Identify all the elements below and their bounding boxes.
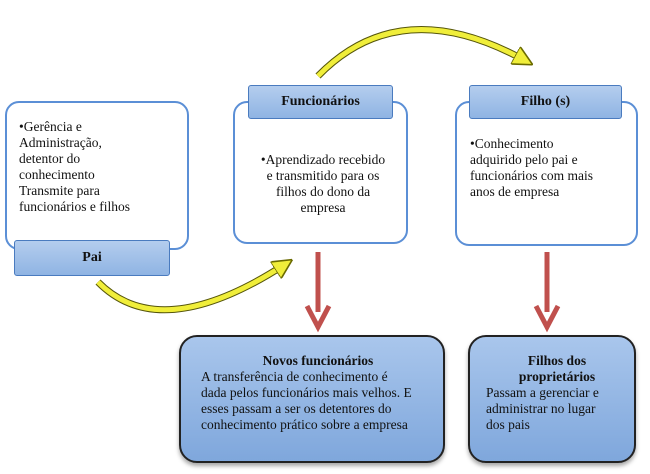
novos-funcionarios-title: Novos funcionários [262,353,374,368]
filho-card [455,101,638,246]
funcionarios-text: Aprendizado recebido e transmitido para … [248,152,398,216]
novos-line-4: conhecimento prático sobre a empresa [201,417,408,432]
funcionarios-tab: Funcionários [248,85,393,119]
pai-line-2: Administração, [19,135,102,150]
down-arrow-left [304,252,332,333]
funcionarios-line-4: empresa [300,200,346,215]
novos-line-2: dada pelos funcionários mais velhos. E [201,385,412,400]
pai-line-6: funcionários e filhos [19,199,130,214]
filho-tab: Filho (s) [469,85,622,119]
novos-line-3: esses passam a ser os detentores do [201,401,392,416]
pai-line-4: conhecimento [19,167,95,182]
filho-line-3: funcionários com mais [470,168,593,183]
novos-funcionarios-box: Novos funcionários A transferência de co… [179,335,445,463]
filho-line-1: Conhecimento [470,136,553,151]
novos-line-1: A transferência de conhecimento é [201,369,388,384]
pai-line-3: detentor do [19,151,81,166]
pai-card [5,101,189,250]
funcionarios-line-2: e transmitido para os [266,168,380,183]
filho-line-2: adquirido pelo pai e [470,152,578,167]
filhos-proprietarios-title-1: Filhos dos [527,353,587,368]
filhos-prop-line-1: Passam a gerenciar e [486,385,599,400]
pai-line-1: Gerência e [19,119,82,134]
funcionarios-card [233,101,408,244]
pai-text: Gerência e Administração, detentor do co… [19,119,184,215]
pai-tab: Pai [14,240,170,276]
filho-line-4: anos de empresa [470,184,560,199]
funcionarios-line-1: Aprendizado recebido [261,152,385,167]
filhos-prop-line-3: dos pais [486,417,530,432]
filhos-proprietarios-box: Filhos dos proprietários Passam a gerenc… [468,335,636,463]
down-arrow-right [533,252,561,333]
pai-line-5: Transmite para [19,183,100,198]
filhos-proprietarios-title-2: proprietários [518,369,596,384]
filhos-prop-line-2: administrar no lugar [486,401,596,416]
filho-text: Conhecimento adquirido pelo pai e funcio… [470,136,635,200]
funcionarios-line-3: filhos do dono da [275,184,371,199]
